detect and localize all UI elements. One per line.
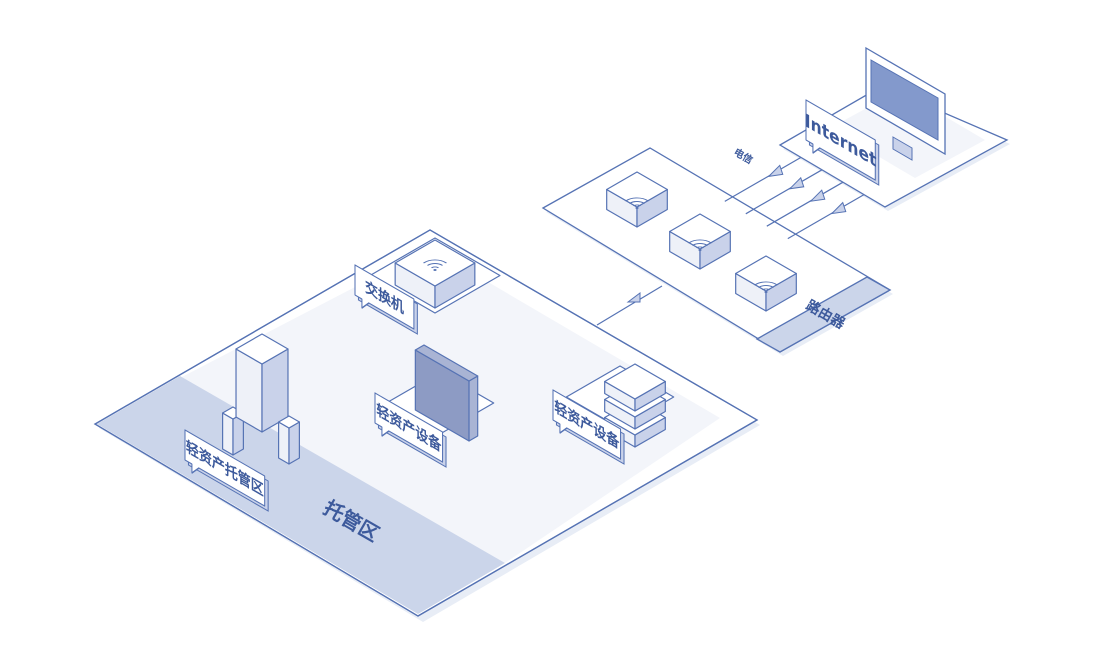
building-small-right-left-face: [278, 421, 290, 465]
hosting-platform-border: [93, 229, 759, 617]
arrow-icon: [788, 176, 805, 190]
building-tall: [235, 333, 289, 433]
wifi-arc: [688, 239, 712, 244]
wifi-arc: [696, 246, 704, 249]
wifi-dot: [764, 291, 768, 293]
wifi-icon: [423, 259, 447, 271]
arrow-icon: [626, 292, 641, 303]
building-small-left: [222, 406, 244, 456]
wifi-icon: [688, 239, 712, 251]
wifi-icon: [625, 197, 649, 209]
hosting-area-sign-panel: [184, 429, 266, 507]
wifi-arc: [427, 263, 443, 266]
wifi-dot: [433, 269, 437, 271]
monitor-stand: [892, 136, 913, 161]
switch-device: [394, 239, 476, 309]
device-1-rack-right-face: [468, 375, 479, 442]
arrow-icon: [767, 164, 784, 178]
router-device-1-top-face: [606, 171, 668, 208]
wifi-dot: [635, 207, 639, 209]
building-tall-top-face: [235, 333, 289, 365]
device-1-rack-top-face: [414, 344, 479, 382]
internet-monitor: [865, 46, 946, 161]
device-2-sign-panel: [552, 389, 622, 460]
link-line: [745, 169, 823, 215]
device-1-sign: 轻资产设备: [374, 392, 447, 468]
internet-platform-inner: [830, 90, 985, 178]
wifi-arc: [629, 201, 645, 204]
building-small-right-right-face: [288, 421, 300, 465]
hosting-area-zone: [97, 376, 505, 614]
arrow-icon: [830, 201, 847, 215]
switch-device-top-face: [394, 239, 476, 287]
building-small-left-left-face: [222, 412, 234, 456]
link-label: 电信: [731, 145, 755, 166]
router-device-3-top-face: [735, 255, 797, 292]
objects: Internet交换机轻资产设备轻资产设备轻资产托管区: [184, 46, 946, 512]
links: [596, 156, 865, 326]
link-line: [766, 181, 844, 227]
link-line: [787, 194, 865, 240]
wifi-dot: [698, 249, 702, 251]
wifi-icon: [754, 281, 778, 293]
router-device-3: [735, 255, 797, 312]
wifi-arc: [431, 266, 439, 269]
wifi-arc: [754, 281, 778, 286]
router-device-1: [606, 171, 668, 228]
router-hosting-link: [596, 285, 663, 326]
wifi-arc: [633, 204, 641, 207]
device-2-unit-3-top-face: [604, 363, 666, 400]
wifi-arc: [625, 197, 649, 202]
router-device-2: [669, 213, 731, 270]
switch-sign-panel: [354, 264, 415, 330]
link-line: [724, 156, 802, 202]
device-2-unit-3: [604, 363, 666, 412]
wifi-arc: [758, 285, 774, 288]
device-1-rack: [414, 344, 479, 442]
building-small-right: [278, 415, 300, 465]
router-device-2-top-face: [669, 213, 731, 250]
wifi-arc: [762, 288, 770, 291]
arrow-icon: [809, 189, 826, 202]
wifi-arc: [692, 243, 708, 246]
monitor-screen: [870, 59, 939, 141]
wifi-arc: [423, 259, 447, 264]
device-1-sign-panel: [374, 392, 444, 463]
building-small-right-top-face: [278, 415, 300, 429]
internet-sign-panel: [805, 99, 876, 181]
internet-sign: Internet: [805, 99, 880, 186]
router-zone-strip: [755, 276, 892, 353]
